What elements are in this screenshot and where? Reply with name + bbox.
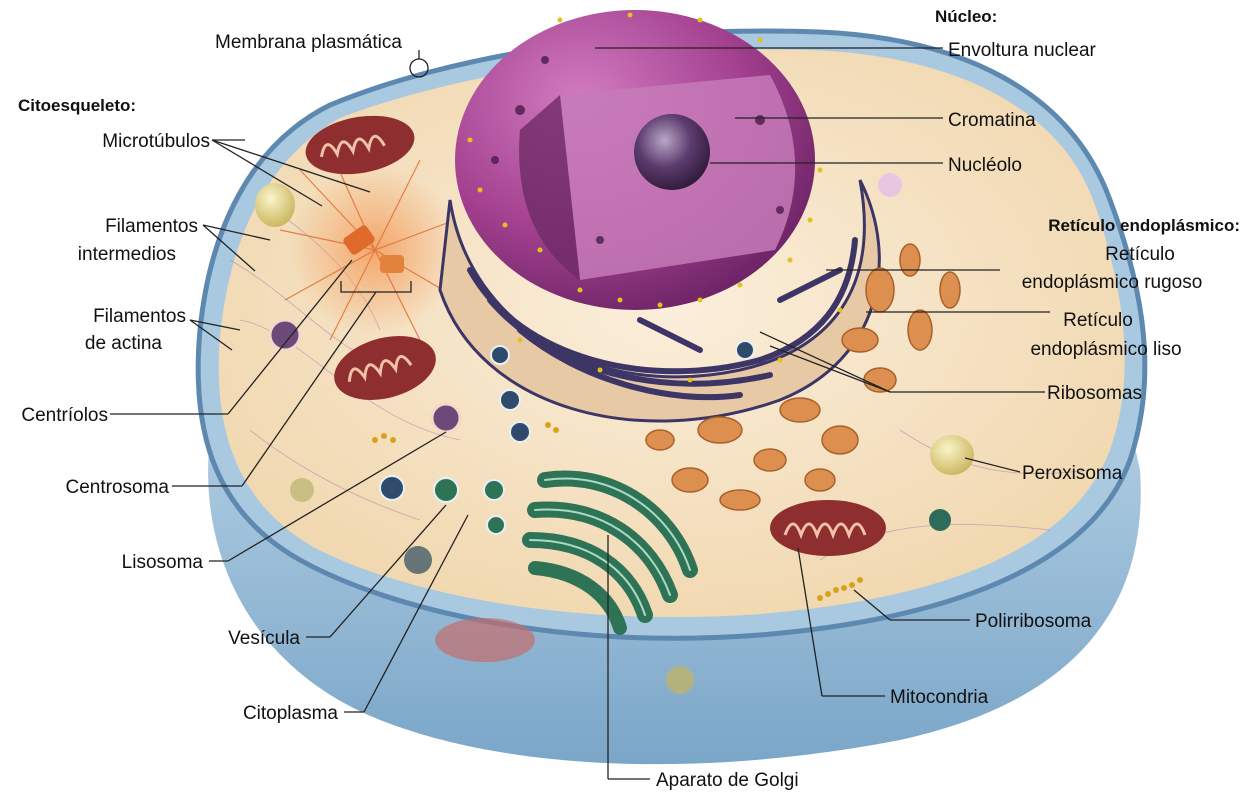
label-mitocondria: Mitocondria — [890, 687, 989, 708]
label-ser-1: Retículo — [1063, 310, 1133, 331]
label-envoltura: Envoltura nuclear — [948, 40, 1097, 61]
mitochondrion — [770, 500, 886, 556]
label-polirribosoma: Polirribosoma — [975, 611, 1092, 632]
header-er: Retículo endoplásmico: — [1048, 216, 1240, 235]
label-nucleolo: Nucléolo — [948, 155, 1022, 176]
centriole — [380, 255, 404, 273]
label-filamentos-actina-1: Filamentos — [93, 306, 186, 327]
label-vesicula: Vesícula — [228, 628, 300, 649]
label-ribosomas: Ribosomas — [1047, 383, 1142, 404]
label-lisosoma: Lisosoma — [122, 552, 204, 573]
label-golgi: Aparato de Golgi — [656, 770, 799, 791]
label-cromatina: Cromatina — [948, 110, 1036, 131]
label-rer-2: endoplásmico rugoso — [1022, 272, 1203, 293]
label-microtubulos: Microtúbulos — [102, 131, 210, 152]
header-cytoskeleton: Citoesqueleto: — [18, 96, 136, 115]
label-filamentos-intermedios-2: intermedios — [78, 244, 176, 265]
label-filamentos-intermedios-1: Filamentos — [105, 216, 198, 237]
label-centrosoma: Centrosoma — [66, 477, 170, 498]
label-citoplasma: Citoplasma — [243, 703, 338, 724]
label-filamentos-actina-2: de actina — [85, 333, 163, 354]
label-rer-1: Retículo — [1105, 244, 1175, 265]
header-nucleus: Núcleo: — [935, 7, 997, 26]
label-centriolos: Centríolos — [21, 405, 108, 426]
label-peroxisoma: Peroxisoma — [1022, 463, 1123, 484]
label-ser-2: endoplásmico liso — [1030, 339, 1181, 360]
label-membrana: Membrana plasmática — [215, 32, 402, 53]
nucleolus — [634, 114, 710, 190]
